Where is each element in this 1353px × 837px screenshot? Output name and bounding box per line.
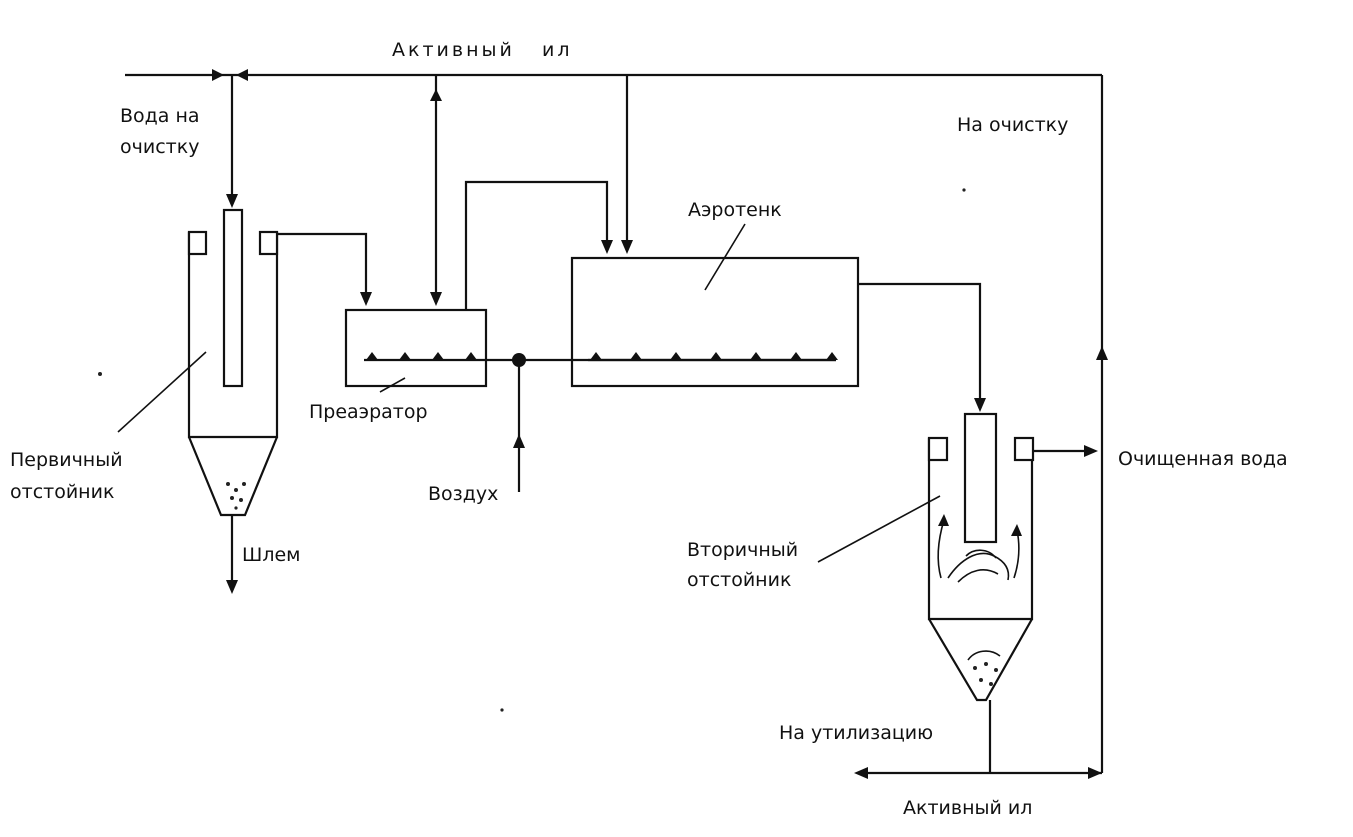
label-water-to-treatment-1: Вода на [120,105,200,127]
primary-settler [187,208,372,594]
label-purified-water: Очищенная вода [1118,448,1288,470]
label-air: Воздух [428,483,498,505]
label-aerotank: Аэротенк [688,199,782,221]
return-sludge-line-bottom [854,767,1102,779]
scan-speck [962,188,966,192]
drop-to-primary-settler [226,75,238,208]
drop-to-pre-aerator [430,75,442,306]
air-supply [484,353,836,492]
primary-sludge-particles [226,482,246,510]
scan-speck [500,708,504,712]
label-to-utilization: На утилизацию [779,722,933,744]
aerotank [570,256,986,412]
label-secondary-settler-1: Вторичный [687,539,798,561]
label-primary-settler-2: отстойник [10,481,114,503]
drop-to-aerotank [621,75,633,254]
label-water-to-treatment-2: очистку [120,136,199,158]
pre-aerator [344,180,613,388]
label-to-treatment: На очистку [957,114,1068,136]
label-pre-aerator: Преаэратор [309,401,428,423]
scan-speck [98,372,102,376]
label-active-sludge-top: Активный ил [392,39,572,61]
flow-swirls [937,514,1022,583]
leader-lines [117,223,941,563]
label-secondary-settler-2: отстойник [687,569,791,591]
label-primary-settler-1: Первичный [10,449,123,471]
label-active-sludge-bottom: Активный ил [903,797,1032,819]
secondary-sludge-particles [967,650,1001,686]
label-sludge: Шлем [242,544,300,566]
secondary-settler [927,412,1098,773]
return-sludge-line-top [125,69,1108,773]
